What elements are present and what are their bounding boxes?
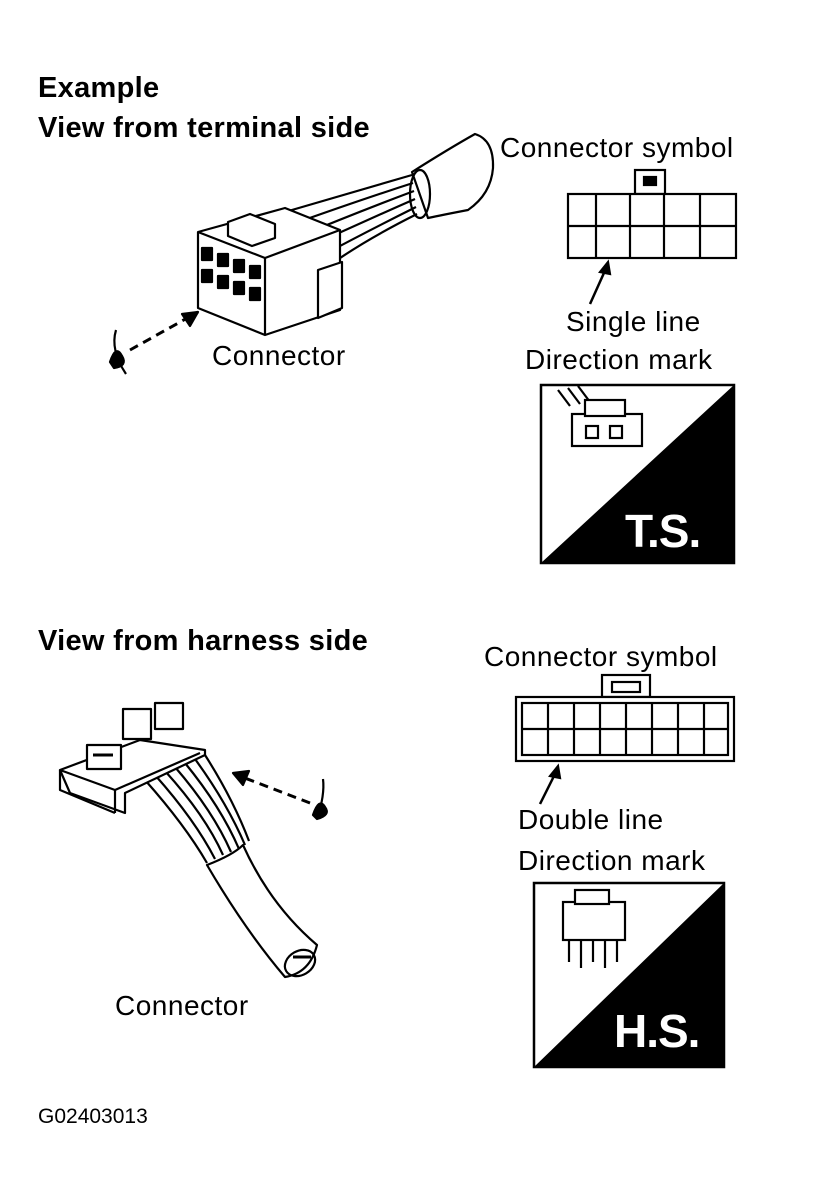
ts-single-line-label: Single line	[566, 306, 701, 337]
harness-side-title: View from harness side	[38, 625, 369, 657]
hs-connector-illustration	[58, 701, 328, 979]
ts-badge-text: T.S.	[625, 505, 701, 557]
hs-connector-label: Connector	[115, 990, 249, 1021]
ts-direction-mark-label: Direction mark	[525, 344, 713, 375]
ts-connector-symbol-label: Connector symbol	[500, 132, 734, 163]
hs-double-line-label: Double line	[518, 804, 664, 835]
hs-direction-mark-label: Direction mark	[518, 845, 706, 876]
hs-connector-symbol	[514, 673, 736, 805]
hs-direction-mark-badge	[532, 881, 726, 1069]
figure-code: G02403013	[38, 1105, 148, 1128]
ts-connector-illustration	[108, 132, 495, 375]
ts-connector-label: Connector	[212, 340, 346, 371]
hs-connector-symbol-label: Connector symbol	[484, 641, 718, 672]
ts-direction-mark-badge	[539, 383, 736, 565]
ts-connector-symbol	[566, 168, 738, 305]
terminal-side-title: View from terminal side	[38, 112, 370, 144]
hs-badge-text: H.S.	[614, 1005, 700, 1057]
example-heading: Example	[38, 72, 160, 104]
